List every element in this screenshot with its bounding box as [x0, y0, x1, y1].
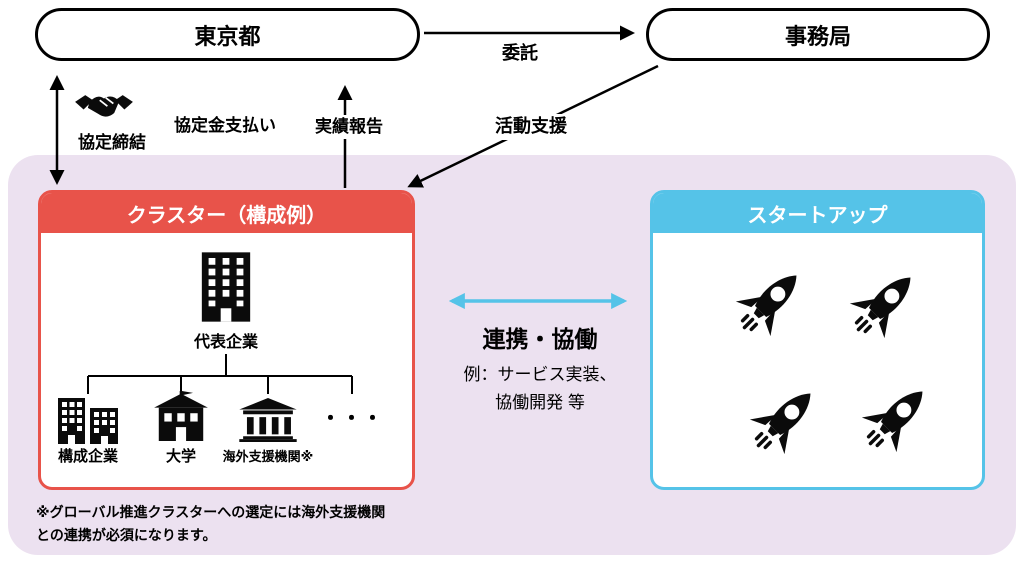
secretariat-label: 事務局 — [784, 23, 851, 49]
representative-label: 代表企業 — [193, 334, 258, 351]
footnote-line2: との連携が必須になります。 — [36, 527, 217, 543]
support-label: 活動支援 — [482, 114, 580, 140]
rocket-icon — [726, 262, 810, 346]
cluster-header: クラスター（構成例） — [41, 193, 412, 233]
ellipsis-label: ・・・ — [320, 408, 384, 430]
startup-header: スタートアップ — [653, 193, 982, 233]
secretariat-box: 事務局 — [646, 8, 990, 61]
startup-box: スタートアップ — [650, 190, 985, 490]
rocket-icon — [740, 380, 824, 464]
rocket-icon — [840, 264, 924, 348]
institution-building-icon — [238, 398, 298, 442]
collaboration-example-line2: 協働開発 等 — [495, 393, 585, 412]
commission-label: 委託 — [502, 43, 538, 63]
tokyo-label: 東京都 — [194, 23, 261, 49]
office-building-icon — [197, 252, 255, 322]
agreement-label: 協定締結 — [78, 133, 146, 152]
overseas-org-label: 海外支援機関※ — [222, 449, 314, 464]
rocket-icon — [852, 378, 936, 462]
member-company-label: 構成企業 — [57, 448, 118, 465]
university-building-icon — [153, 391, 209, 441]
collaboration-example-line1: 例：サービス実装、 — [463, 365, 617, 384]
university-label: 大学 — [165, 448, 196, 465]
tokyo-box: 東京都 — [35, 8, 420, 61]
company-buildings-icon — [57, 398, 119, 444]
collaboration-title: 連携・協働 — [482, 326, 598, 352]
handshake-icon — [74, 90, 134, 124]
footnote-line1: ※グローバル推進クラスターへの選定には海外支援機関 — [36, 504, 386, 520]
payment-label: 協定金支払い — [174, 116, 276, 135]
report-label: 実績報告 — [305, 115, 393, 140]
